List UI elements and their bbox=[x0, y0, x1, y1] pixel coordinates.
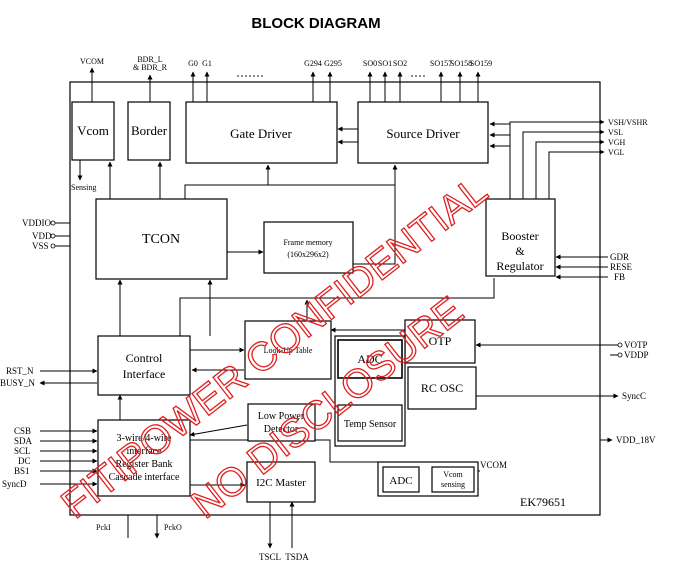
pin-syncc: SyncC bbox=[622, 391, 646, 401]
i2c-master-block bbox=[246, 461, 316, 503]
booster-label: Booster bbox=[501, 229, 538, 243]
control-label: Control bbox=[126, 351, 163, 365]
reg-line-2: interface bbox=[127, 446, 163, 457]
border-block bbox=[127, 101, 171, 161]
pin-labels: VCOM BDR_L & BDR_R G0 G1 G294 G295 SO0 S… bbox=[0, 55, 656, 562]
reg-line-1: 3-wire/4-wire bbox=[117, 433, 173, 444]
border-label: Border bbox=[131, 123, 168, 138]
control-interface-block bbox=[97, 335, 191, 396]
pin-tsda: TSDA bbox=[285, 552, 309, 562]
booster-amp: & bbox=[515, 244, 525, 258]
pin-pcko: PckO bbox=[164, 523, 182, 532]
rc-osc-label: RC OSC bbox=[421, 381, 463, 395]
reg-line-3: Register Bank bbox=[116, 459, 173, 470]
source-driver-block bbox=[357, 101, 489, 164]
tcon-block bbox=[95, 198, 228, 280]
pin-g1: G1 bbox=[202, 59, 212, 68]
diagram-title: BLOCK DIAGRAM bbox=[251, 15, 380, 32]
pin-vgl: VGL bbox=[608, 148, 625, 157]
pin-vsl: VSL bbox=[608, 128, 623, 137]
wires bbox=[39, 67, 619, 549]
frame-memory-size: (160x296x2) bbox=[287, 250, 329, 259]
pin-so159: SO159 bbox=[470, 59, 492, 68]
adc-block bbox=[337, 339, 403, 379]
pin-so1: SO1 bbox=[378, 59, 392, 68]
pin-vdd-18v: VDD_18V bbox=[616, 435, 656, 445]
pin-busy-n: BUSY_N bbox=[0, 378, 36, 388]
detector-label: Detector bbox=[264, 424, 299, 435]
vcom-block bbox=[71, 101, 115, 161]
i2c-label: I2C Master bbox=[256, 477, 306, 489]
lut-label: Look-Up Table bbox=[264, 346, 313, 355]
pin-gdr: GDR bbox=[610, 252, 629, 262]
vcom-label: Vcom bbox=[77, 123, 109, 138]
pin-so0: SO0 bbox=[363, 59, 377, 68]
pin-vcom: VCOM bbox=[80, 57, 104, 66]
adc2-block bbox=[382, 466, 420, 493]
pin-g294: G294 bbox=[304, 59, 322, 68]
chip-name: EK79651 bbox=[520, 495, 566, 509]
pin-vdd: VDD bbox=[32, 231, 52, 241]
reg-line-4: Cascade interface bbox=[109, 472, 180, 483]
tcon-label: TCON bbox=[142, 232, 180, 247]
temp-sensor-label: Temp Sensor bbox=[344, 419, 397, 430]
frame-memory-label: Frame memory bbox=[283, 238, 332, 247]
pin-vsh: VSH/VSHR bbox=[608, 118, 648, 127]
pin-vss: VSS bbox=[32, 241, 49, 251]
pin-so2: SO2 bbox=[393, 59, 407, 68]
pin-vgh: VGH bbox=[608, 138, 626, 147]
vcom-sensing-block bbox=[431, 466, 475, 493]
temp-sensor-block bbox=[337, 404, 403, 442]
pin-bs1: BS1 bbox=[14, 466, 30, 476]
ellipsis-dots bbox=[237, 75, 425, 77]
low-power-label: Low Power bbox=[258, 411, 305, 422]
pin-vddio: VDDIO bbox=[22, 218, 51, 228]
gate-driver-block bbox=[185, 101, 338, 164]
vcom-sensing-label-1: Vcom bbox=[443, 470, 463, 479]
pin-bdr-r: & BDR_R bbox=[133, 63, 168, 72]
pin-rst-n: RST_N bbox=[6, 366, 34, 376]
pin-g0: G0 bbox=[188, 59, 198, 68]
interface-label: Interface bbox=[123, 367, 166, 381]
regulator-label: Regulator bbox=[496, 259, 543, 273]
pin-vddp: VDDP bbox=[624, 350, 649, 360]
lut-block bbox=[244, 320, 332, 380]
pin-rese: RESE bbox=[610, 262, 633, 272]
pin-g295: G295 bbox=[324, 59, 342, 68]
pin-syncd: SyncD bbox=[2, 479, 27, 489]
frame-memory-block bbox=[263, 221, 354, 274]
pin-so158: SO158 bbox=[450, 59, 472, 68]
adc2-label: ADC bbox=[389, 475, 412, 487]
pin-so157: SO157 bbox=[430, 59, 452, 68]
pin-terminals bbox=[50, 220, 623, 358]
gate-driver-label: Gate Driver bbox=[230, 126, 292, 141]
pin-pcki: PckI bbox=[96, 523, 111, 532]
pin-dc: DC bbox=[18, 456, 31, 466]
register-bank-block bbox=[97, 419, 191, 497]
pin-sensing: Sensing bbox=[71, 183, 96, 192]
pin-tscl: TSCL bbox=[259, 552, 281, 562]
pin-csb: CSB bbox=[14, 426, 31, 436]
otp-block bbox=[404, 319, 476, 364]
pin-fb: FB bbox=[614, 272, 625, 282]
rc-osc-block bbox=[407, 366, 477, 410]
pin-votp: VOTP bbox=[624, 340, 648, 350]
pin-sda: SDA bbox=[14, 436, 33, 446]
pin-bdr-l: BDR_L bbox=[137, 55, 162, 64]
low-power-detector-block bbox=[247, 403, 316, 442]
otp-label: OTP bbox=[429, 334, 452, 348]
vcom-sensing-label-2: sensing bbox=[441, 480, 465, 489]
pin-vcom-in: VCOM bbox=[480, 460, 507, 470]
source-driver-label: Source Driver bbox=[386, 126, 460, 141]
adc-label: ADC bbox=[357, 352, 382, 366]
pin-scl: SCL bbox=[14, 446, 31, 456]
booster-regulator-block bbox=[485, 198, 556, 277]
